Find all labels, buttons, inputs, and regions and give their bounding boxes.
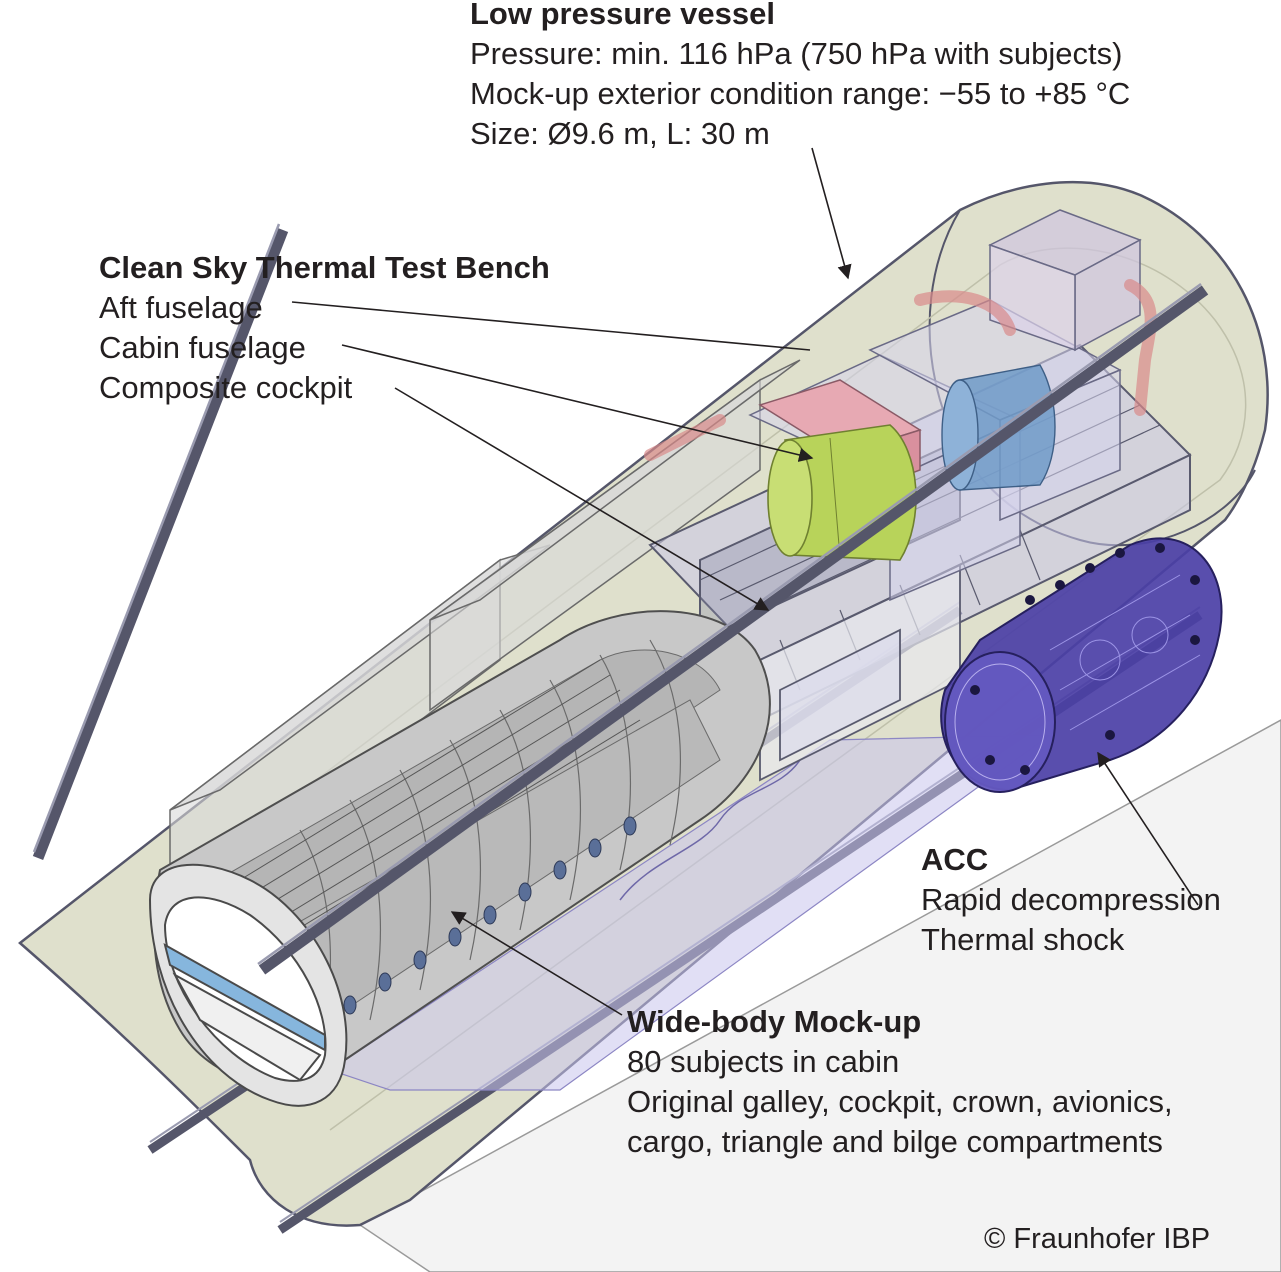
aft-fuselage-module: [767, 424, 917, 561]
acc-label: ACC Rapid decompression Thermal shock: [921, 840, 1221, 960]
wide-body-title: Wide-body Mock-up: [627, 1004, 922, 1039]
acc-detail-lines: [1049, 574, 1201, 731]
vessel-temperature-line: Mock-up exterior condition range: −55 to…: [470, 76, 1131, 111]
vessel-size-line: Size: Ø9.6 m, L: 30 m: [470, 116, 770, 151]
cabin-windows: [343, 816, 637, 1015]
leader-low-pressure-vessel: [811, 147, 852, 280]
subjects-line: 80 subjects in cabin: [627, 1044, 900, 1079]
vessel-pressure-line: Pressure: min. 116 hPa (750 hPa with sub…: [470, 36, 1123, 71]
composite-cockpit-line: Composite cockpit: [99, 370, 353, 405]
low-pressure-vessel-label: Low pressure vessel Pressure: min. 116 h…: [470, 0, 1130, 154]
leader-composite-cockpit: [394, 387, 770, 611]
wide-body-label: Wide-body Mock-up 80 subjects in cabin O…: [627, 1002, 1173, 1162]
floor-ducting: [619, 759, 801, 901]
clean-sky-title: Clean Sky Thermal Test Bench: [99, 250, 550, 285]
acc-title: ACC: [921, 842, 989, 877]
compartments-line-1: Original galley, cockpit, crown, avionic…: [627, 1084, 1173, 1119]
fuselage-cross-section: [148, 863, 348, 1107]
compartments-line-2: cargo, triangle and bilge compartments: [627, 1124, 1163, 1159]
floor-ducting-zone: [328, 734, 1052, 1091]
low-pressure-vessel-title: Low pressure vessel: [470, 0, 775, 31]
copyright-notice: © Fraunhofer IBP: [984, 1223, 1211, 1255]
thermal-shock-line: Thermal shock: [921, 922, 1125, 957]
long-rail-drawing: [32, 228, 1209, 975]
leader-cabin-fuselage: [341, 344, 814, 462]
cabin-fuselage-line: Cabin fuselage: [99, 330, 306, 365]
leader-acc: [1097, 751, 1199, 906]
clean-sky-label: Clean Sky Thermal Test Bench Aft fuselag…: [99, 248, 550, 408]
long-rail-highlight: [32, 223, 1202, 966]
aft-fuselage-line: Aft fuselage: [99, 290, 263, 325]
floor-plane: [358, 719, 1281, 1272]
leader-aft-fuselage: [291, 301, 811, 351]
acc-bolts: [970, 543, 1200, 775]
leader-wide-body: [450, 911, 623, 1016]
leader-lines: [291, 147, 1199, 1016]
rapid-decompression-line: Rapid decompression: [921, 882, 1221, 917]
